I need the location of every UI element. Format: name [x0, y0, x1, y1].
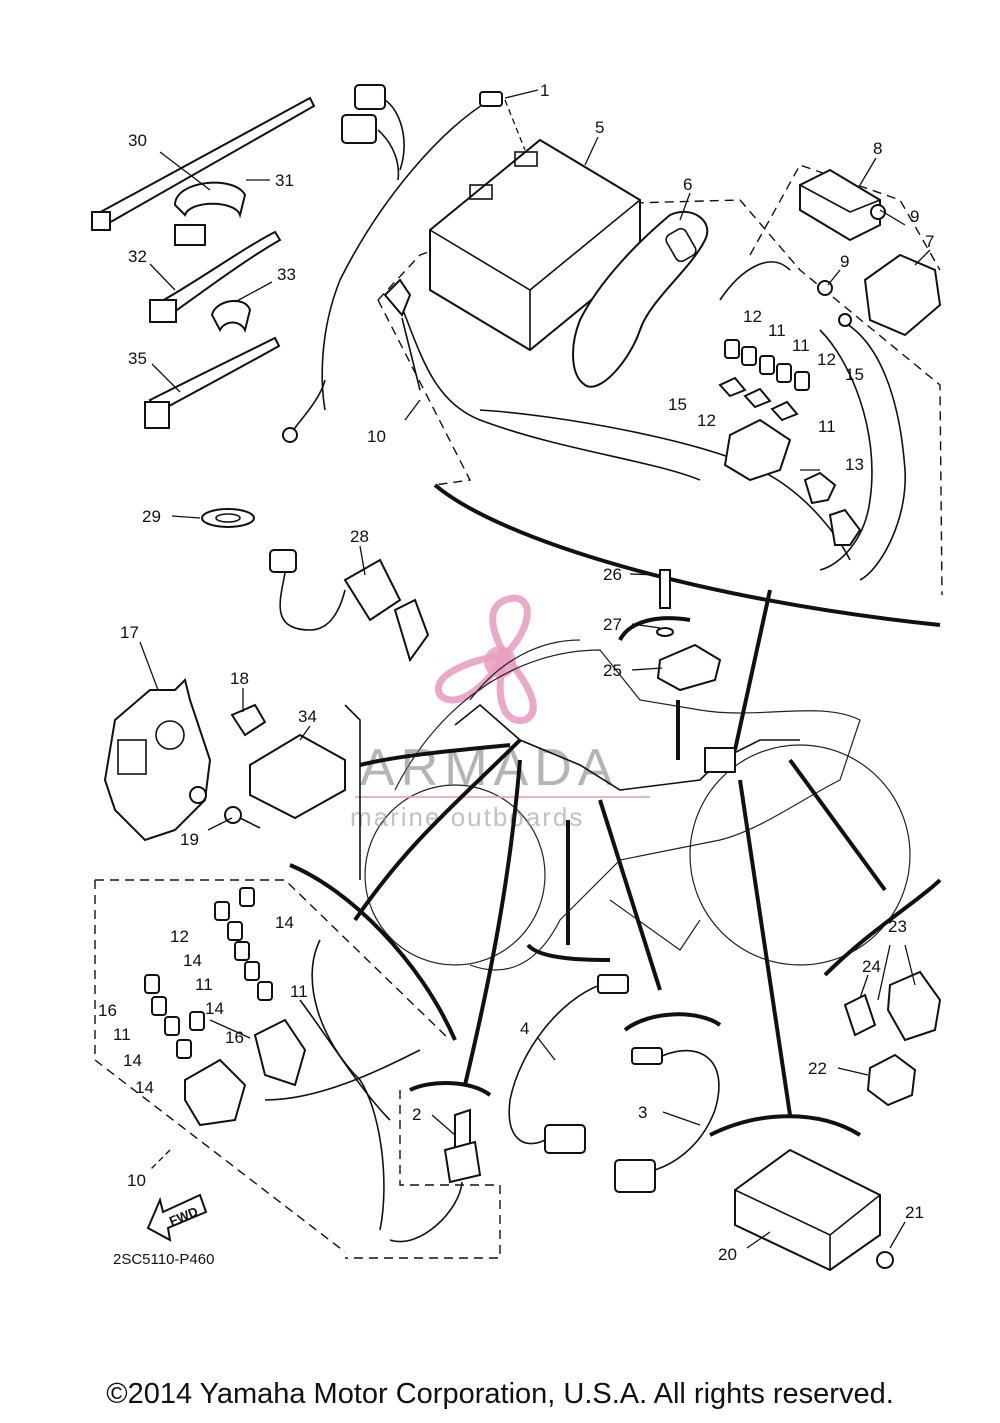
- fuse-clips-lower: [144, 887, 273, 1059]
- sensor-2-area: [345, 1081, 501, 1259]
- callout-11d: 11: [195, 975, 213, 994]
- callout-16b: 16: [225, 1028, 244, 1047]
- wire-harness-area: [94, 863, 457, 1253]
- battery-band: [572, 210, 709, 388]
- bracket-line: [344, 704, 361, 880]
- callout-7: 7: [925, 232, 934, 251]
- callout-20: 20: [718, 1245, 737, 1264]
- callout-32: 32: [128, 247, 147, 266]
- connector-23: [823, 878, 942, 1042]
- callout-15a: 15: [845, 365, 864, 384]
- callout-31: 31: [275, 171, 294, 190]
- clamp-33: [210, 300, 252, 333]
- callout-numbers: 1 2 3 4 5 6 7 8 9 9 10 10 11 11 11 11 11…: [98, 81, 934, 1264]
- callout-34: 34: [298, 707, 317, 726]
- cable-tie-35: [144, 336, 281, 429]
- callout-4: 4: [520, 1019, 529, 1038]
- callout-30: 30: [128, 131, 147, 150]
- callout-17: 17: [120, 623, 139, 642]
- callout-11a: 11: [768, 321, 786, 340]
- callout-12b: 12: [817, 350, 836, 369]
- callout-23: 23: [888, 917, 907, 936]
- callout-3: 3: [638, 1103, 647, 1122]
- callout-29: 29: [142, 507, 161, 526]
- watermark-tagline: marine outboards: [350, 802, 584, 832]
- callout-8: 8: [873, 139, 882, 158]
- callout-2: 2: [412, 1105, 421, 1124]
- fuse-clips-upper: [718, 339, 810, 422]
- callout-9a: 9: [910, 207, 919, 226]
- battery-cable: [282, 84, 503, 443]
- callout-12c: 12: [697, 411, 716, 430]
- grommet: [201, 508, 255, 528]
- callout-9b: 9: [840, 252, 849, 271]
- callout-14d: 14: [123, 1051, 142, 1070]
- cover: [103, 678, 212, 842]
- sensor-4: [508, 943, 629, 1154]
- callout-18: 18: [230, 669, 249, 688]
- ecu: [249, 733, 346, 820]
- regulator: [709, 1114, 894, 1272]
- callout-14a: 14: [275, 913, 294, 932]
- callout-11e: 11: [290, 982, 308, 1001]
- relay: [799, 168, 881, 242]
- callout-12d: 12: [170, 927, 189, 946]
- harness-connectors-lower: [184, 1018, 307, 1127]
- copyright-notice: ©2014 Yamaha Motor Corporation, U.S.A. A…: [106, 1378, 894, 1410]
- clip-18: [230, 703, 267, 737]
- callout-5: 5: [595, 118, 604, 137]
- callout-11c: 11: [818, 417, 836, 436]
- cable-tie-30: [91, 96, 316, 231]
- clamp-31: [173, 181, 247, 246]
- callout-10a: 10: [367, 427, 386, 446]
- motorcycle-outline: [364, 639, 911, 971]
- callout-14c: 14: [205, 999, 224, 1018]
- callout-22: 22: [808, 1059, 827, 1078]
- callout-27: 27: [603, 615, 622, 634]
- watermark-logo: [435, 594, 537, 724]
- callout-13: 13: [845, 455, 864, 474]
- callout-24: 24: [862, 957, 881, 976]
- callout-12a: 12: [743, 307, 762, 326]
- harness-leaders: [353, 589, 887, 1116]
- screw-19: [224, 806, 261, 829]
- callout-leaders: [139, 89, 931, 1249]
- callout-15b: 15: [668, 395, 687, 414]
- callout-35: 35: [128, 349, 147, 368]
- callout-6: 6: [683, 175, 692, 194]
- connector-22: [866, 1053, 917, 1107]
- callout-14e: 14: [135, 1078, 154, 1097]
- callout-21: 21: [905, 1203, 924, 1222]
- callout-10b: 10: [127, 1171, 146, 1190]
- socket: [269, 549, 430, 663]
- callout-26: 26: [603, 565, 622, 584]
- callout-25: 25: [603, 661, 622, 680]
- callout-19: 19: [180, 830, 199, 849]
- starter-relay: [817, 204, 942, 337]
- callout-11f: 11: [113, 1025, 131, 1044]
- callout-14b: 14: [183, 951, 202, 970]
- fwd-arrow: FWD: [146, 1193, 208, 1242]
- part-code: 2SC5110-P460: [113, 1251, 214, 1268]
- callout-33: 33: [277, 265, 296, 284]
- clamp-32: [149, 230, 282, 323]
- fuse-box: [723, 418, 862, 546]
- callout-16a: 16: [98, 1001, 117, 1020]
- callout-28: 28: [350, 527, 369, 546]
- callout-1: 1: [540, 81, 549, 100]
- callout-11b: 11: [792, 336, 810, 355]
- tilt-sensor: [618, 569, 722, 692]
- sensor-3: [614, 1012, 722, 1193]
- battery-terminal-lead: [383, 278, 421, 391]
